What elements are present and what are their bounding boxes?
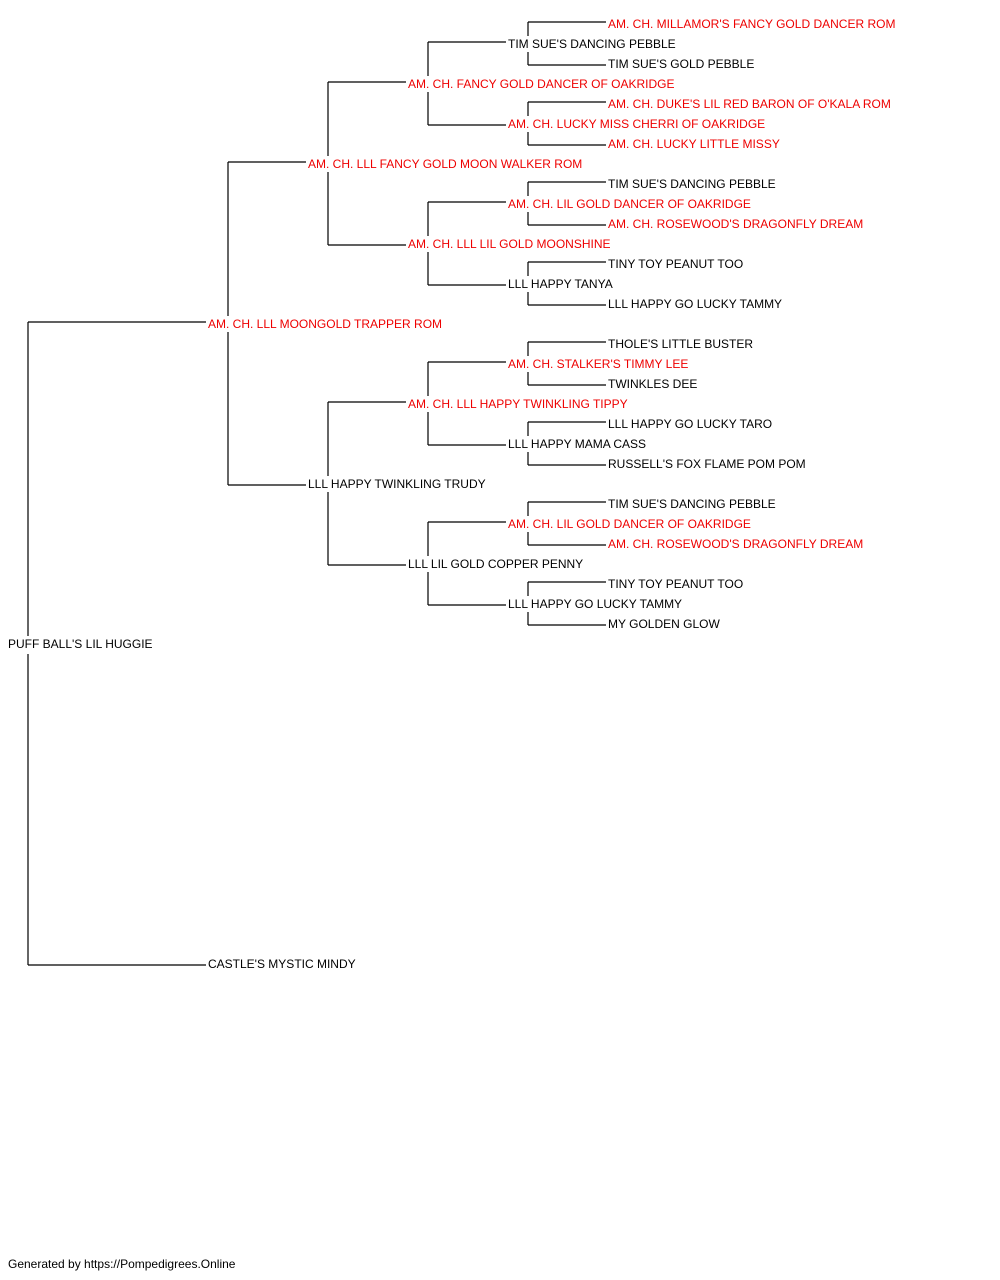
ancestor-gen5[interactable]: RUSSELL'S FOX FLAME POM POM: [608, 457, 808, 471]
ancestor-gen5[interactable]: LLL HAPPY GO LUCKY TAMMY: [608, 297, 785, 311]
ancestor-gen5[interactable]: AM. CH. DUKE'S LIL RED BARON OF O'KALA R…: [608, 97, 893, 111]
ancestor-gen5[interactable]: TIM SUE'S GOLD PEBBLE: [608, 57, 757, 71]
subject-dog[interactable]: PUFF BALL'S LIL HUGGIE: [8, 637, 155, 651]
ancestor-gen3[interactable]: LLL LIL GOLD COPPER PENNY: [408, 557, 586, 571]
ancestor-gen1[interactable]: AM. CH. LLL MOONGOLD TRAPPER ROM: [208, 317, 445, 331]
ancestor-gen4[interactable]: LLL HAPPY GO LUCKY TAMMY: [508, 597, 685, 611]
ancestor-gen5[interactable]: TIM SUE'S DANCING PEBBLE: [608, 177, 778, 191]
ancestor-gen4[interactable]: LLL HAPPY MAMA CASS: [508, 437, 649, 451]
ancestor-gen4[interactable]: AM. CH. LIL GOLD DANCER OF OAKRIDGE: [508, 197, 753, 211]
ancestor-gen5[interactable]: AM. CH. MILLAMOR'S FANCY GOLD DANCER ROM: [608, 17, 898, 31]
ancestor-gen5[interactable]: TINY TOY PEANUT TOO: [608, 577, 746, 591]
ancestor-gen5[interactable]: MY GOLDEN GLOW: [608, 617, 722, 631]
ancestor-gen2[interactable]: LLL HAPPY TWINKLING TRUDY: [308, 477, 488, 491]
footer-credit: Generated by https://Pompedigrees.Online: [8, 1257, 236, 1271]
ancestor-gen5[interactable]: AM. CH. ROSEWOOD'S DRAGONFLY DREAM: [608, 217, 866, 231]
ancestor-gen5[interactable]: THOLE'S LITTLE BUSTER: [608, 337, 755, 351]
ancestor-gen4[interactable]: AM. CH. STALKER'S TIMMY LEE: [508, 357, 691, 371]
ancestor-gen5[interactable]: LLL HAPPY GO LUCKY TARO: [608, 417, 775, 431]
ancestor-gen4[interactable]: TIM SUE'S DANCING PEBBLE: [508, 37, 678, 51]
ancestor-gen5[interactable]: TINY TOY PEANUT TOO: [608, 257, 746, 271]
ancestor-gen4[interactable]: AM. CH. LIL GOLD DANCER OF OAKRIDGE: [508, 517, 753, 531]
ancestor-gen3[interactable]: AM. CH. FANCY GOLD DANCER OF OAKRIDGE: [408, 77, 677, 91]
ancestor-gen5[interactable]: AM. CH. LUCKY LITTLE MISSY: [608, 137, 782, 151]
ancestor-gen4[interactable]: AM. CH. LUCKY MISS CHERRI OF OAKRIDGE: [508, 117, 768, 131]
ancestor-gen5[interactable]: TIM SUE'S DANCING PEBBLE: [608, 497, 778, 511]
ancestor-gen5[interactable]: TWINKLES DEE: [608, 377, 700, 391]
ancestor-gen2[interactable]: AM. CH. LLL FANCY GOLD MOON WALKER ROM: [308, 157, 585, 171]
dam[interactable]: CASTLE'S MYSTIC MINDY: [208, 957, 358, 971]
ancestor-gen3[interactable]: AM. CH. LLL LIL GOLD MOONSHINE: [408, 237, 613, 251]
ancestor-gen4[interactable]: LLL HAPPY TANYA: [508, 277, 615, 291]
ancestor-gen5[interactable]: AM. CH. ROSEWOOD'S DRAGONFLY DREAM: [608, 537, 866, 551]
ancestor-gen3[interactable]: AM. CH. LLL HAPPY TWINKLING TIPPY: [408, 397, 630, 411]
